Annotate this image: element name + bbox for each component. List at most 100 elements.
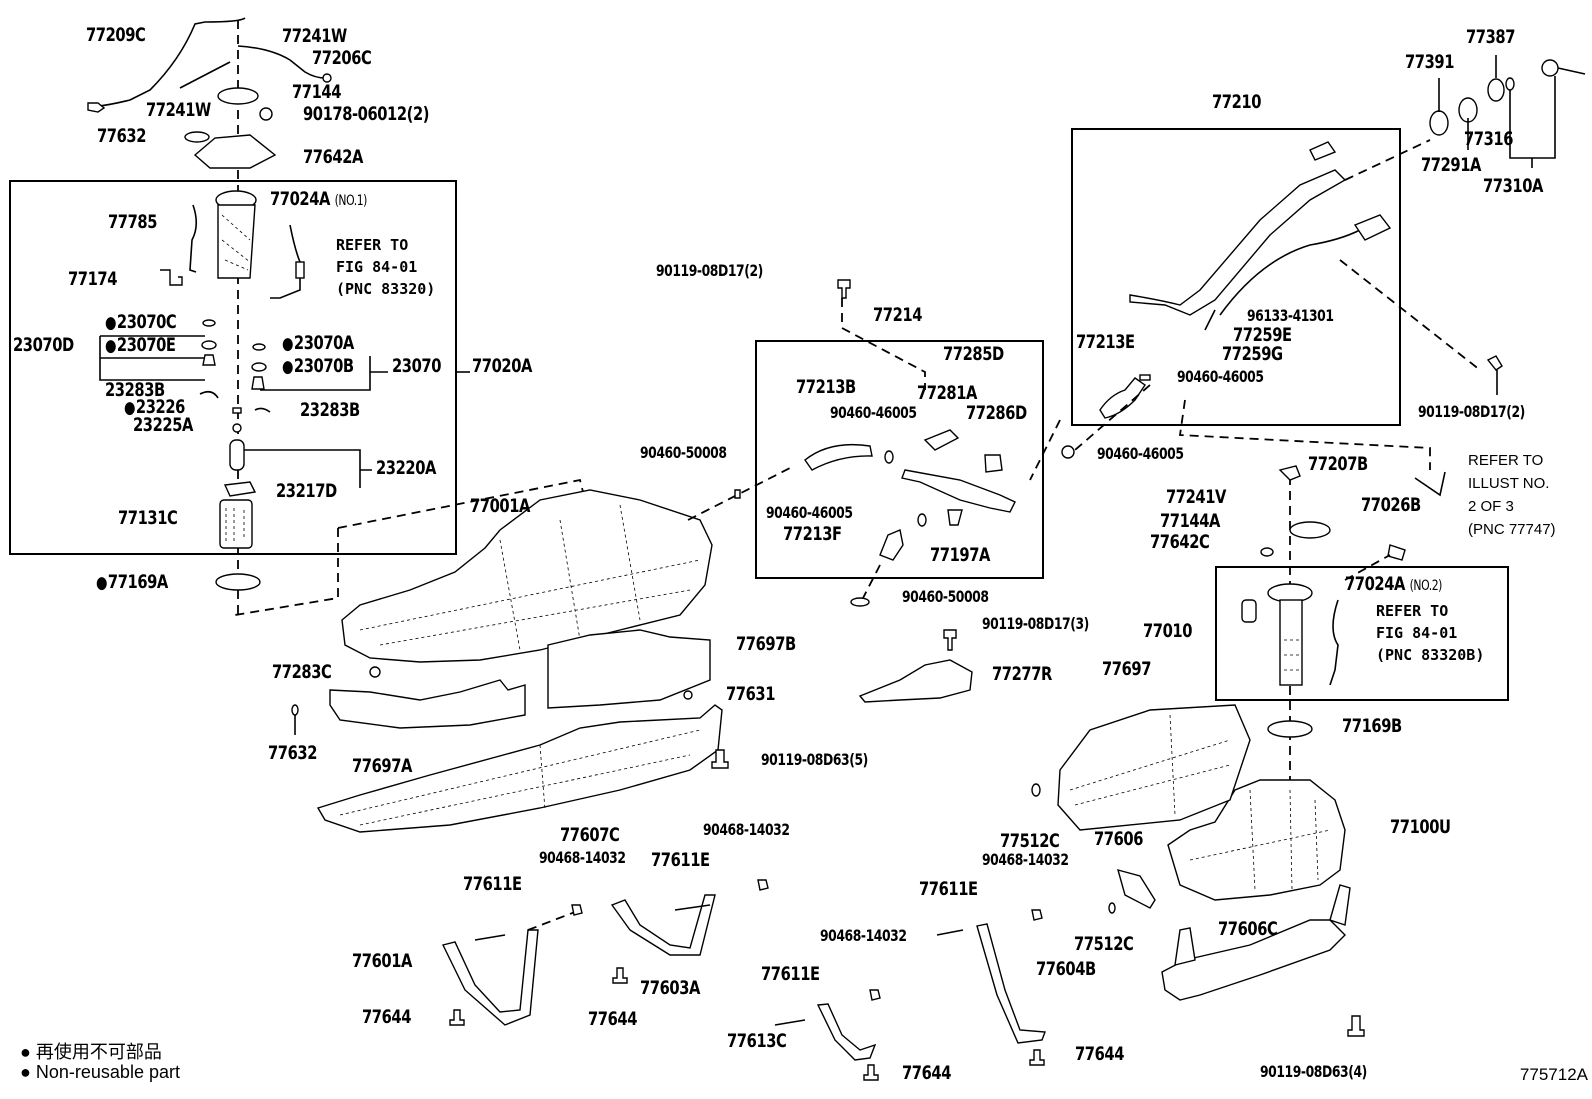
part-label[interactable]: 77286D [966, 402, 1027, 424]
part-label[interactable]: 90460-46005 [1097, 444, 1184, 463]
part-label[interactable]: 77632 [97, 125, 146, 147]
part-label[interactable]: 90460-50008 [640, 443, 727, 462]
part-label[interactable]: 77024A (NO.1) [270, 188, 367, 210]
part-label[interactable]: 77697 [1102, 658, 1151, 680]
part-label[interactable]: 23225A [133, 414, 193, 436]
part-label[interactable]: 77697A [352, 755, 412, 777]
part-label[interactable]: 77010 [1143, 620, 1192, 642]
part-label[interactable]: 77642A [303, 146, 363, 168]
part-label[interactable]: 77642C [1150, 531, 1210, 553]
part-label[interactable]: 77310A [1483, 175, 1543, 197]
part-label-nonreusable[interactable]: 23070A [282, 334, 354, 353]
part-label[interactable]: 90119-08D63(4) [1260, 1062, 1367, 1081]
tube-end [87, 102, 106, 113]
part-label[interactable]: 90468-14032 [539, 848, 626, 867]
part-label[interactable]: 77611E [761, 963, 820, 985]
part-label[interactable]: 90460-46005 [766, 503, 853, 522]
tank-77001A [341, 489, 713, 663]
part-label[interactable]: 77100U [1390, 816, 1451, 838]
part-label[interactable]: 77144A [1160, 510, 1220, 532]
part-label[interactable]: 77144 [292, 81, 341, 103]
part-label[interactable]: 77285D [943, 343, 1004, 365]
part-label[interactable]: 77512C [1074, 933, 1134, 955]
part-label[interactable]: 77283C [272, 661, 332, 683]
gasket-77169B [1267, 720, 1313, 738]
part-label[interactable]: 90119-08D63(5) [761, 750, 868, 769]
part-label[interactable]: 77259G [1222, 343, 1283, 365]
part-label[interactable]: 77644 [1075, 1043, 1124, 1065]
part-label[interactable]: 77207B [1308, 453, 1368, 475]
part-label[interactable]: 77281A [917, 382, 977, 404]
part-label[interactable]: 77607C [560, 824, 620, 846]
part-label[interactable]: 90460-46005 [830, 403, 917, 422]
part-label[interactable]: 77387 [1466, 26, 1515, 48]
washer-23225A [232, 423, 242, 433]
part-label[interactable]: 77611E [651, 849, 710, 871]
part-label-nonreusable[interactable]: 23070B [282, 357, 354, 376]
assembly-line [234, 528, 339, 616]
part-label[interactable]: 96133-41301 [1247, 306, 1334, 325]
part-label[interactable]: 77291A [1421, 154, 1481, 176]
part-label[interactable]: 90178-06012(2) [303, 103, 430, 125]
part-label[interactable]: 77206C [312, 47, 372, 69]
part-label[interactable]: 77632 [268, 742, 317, 764]
part-label[interactable]: 77197A [930, 544, 990, 566]
part-label[interactable]: 77131C [118, 507, 178, 529]
part-label[interactable]: 77026B [1361, 494, 1421, 516]
part-label-nonreusable[interactable]: 77169A [96, 573, 168, 592]
part-label[interactable]: 77214 [873, 304, 922, 326]
part-label[interactable]: 77241W [282, 25, 347, 47]
part-label[interactable]: 90460-50008 [902, 587, 989, 606]
part-label[interactable]: 77210 [1212, 91, 1261, 113]
part-label[interactable]: 77024A (NO.2) [1345, 573, 1442, 595]
part-label[interactable]: 77213F [783, 523, 842, 545]
part-label[interactable]: 77169B [1342, 715, 1402, 737]
part-label[interactable]: 77259E [1233, 324, 1292, 346]
part-label[interactable]: 77512C [1000, 830, 1060, 852]
part-label-nonreusable[interactable]: 23070E [105, 336, 176, 355]
part-label[interactable]: 77611E [463, 873, 522, 895]
part-label[interactable]: 77241W [146, 99, 211, 121]
part-label[interactable]: 90119-08D17(3) [982, 614, 1089, 633]
part-label[interactable]: 23070D [13, 334, 74, 356]
protector-77277R [858, 659, 973, 703]
part-label[interactable]: 90468-14032 [703, 820, 790, 839]
part-label[interactable]: 77209C [86, 24, 146, 46]
part-label[interactable]: 90119-08D17(2) [1418, 402, 1525, 421]
part-label[interactable]: 77174 [68, 268, 117, 290]
part-label[interactable]: 77785 [108, 211, 157, 233]
part-label[interactable]: 77697B [736, 633, 796, 655]
part-label[interactable]: 77606C [1218, 918, 1278, 940]
part-label[interactable]: 90468-14032 [982, 850, 1069, 869]
part-label[interactable]: 77213E [1076, 331, 1135, 353]
part-label[interactable]: 23283B [105, 379, 165, 401]
part-label[interactable]: 23217D [276, 480, 337, 502]
part-label-nonreusable[interactable]: 23070C [105, 313, 177, 332]
part-label[interactable]: 77611E [919, 878, 978, 900]
bracket-23070 [260, 356, 388, 391]
part-label[interactable]: 23283B [300, 399, 360, 421]
part-label[interactable]: 77644 [902, 1062, 951, 1084]
part-label[interactable]: 77606 [1094, 828, 1143, 850]
part-label[interactable]: 77391 [1405, 51, 1454, 73]
part-label-nonreusable[interactable]: 23226 [124, 398, 185, 417]
part-label[interactable]: 77644 [362, 1006, 411, 1028]
hose-77213E [1099, 377, 1146, 419]
part-label[interactable]: 90119-08D17(2) [656, 261, 763, 280]
part-label[interactable]: 77604B [1036, 958, 1096, 980]
part-label[interactable]: 77277R [992, 663, 1052, 685]
part-label[interactable]: 77241V [1166, 486, 1226, 508]
part-label[interactable]: 77316 [1464, 128, 1513, 150]
part-label[interactable]: 77631 [726, 683, 775, 705]
part-label[interactable]: 77644 [588, 1008, 637, 1030]
part-label[interactable]: 77603A [640, 977, 700, 999]
part-label[interactable]: 77213B [796, 376, 856, 398]
part-label[interactable]: 77613C [727, 1030, 787, 1052]
part-label[interactable]: 77020A [472, 355, 532, 377]
part-label[interactable]: 23220A [376, 457, 436, 479]
part-label[interactable]: 90468-14032 [820, 926, 907, 945]
part-label[interactable]: 23070 [392, 355, 441, 377]
part-label[interactable]: 90460-46005 [1177, 367, 1264, 386]
part-label[interactable]: 77601A [352, 950, 412, 972]
part-label[interactable]: 77001A [470, 495, 530, 517]
